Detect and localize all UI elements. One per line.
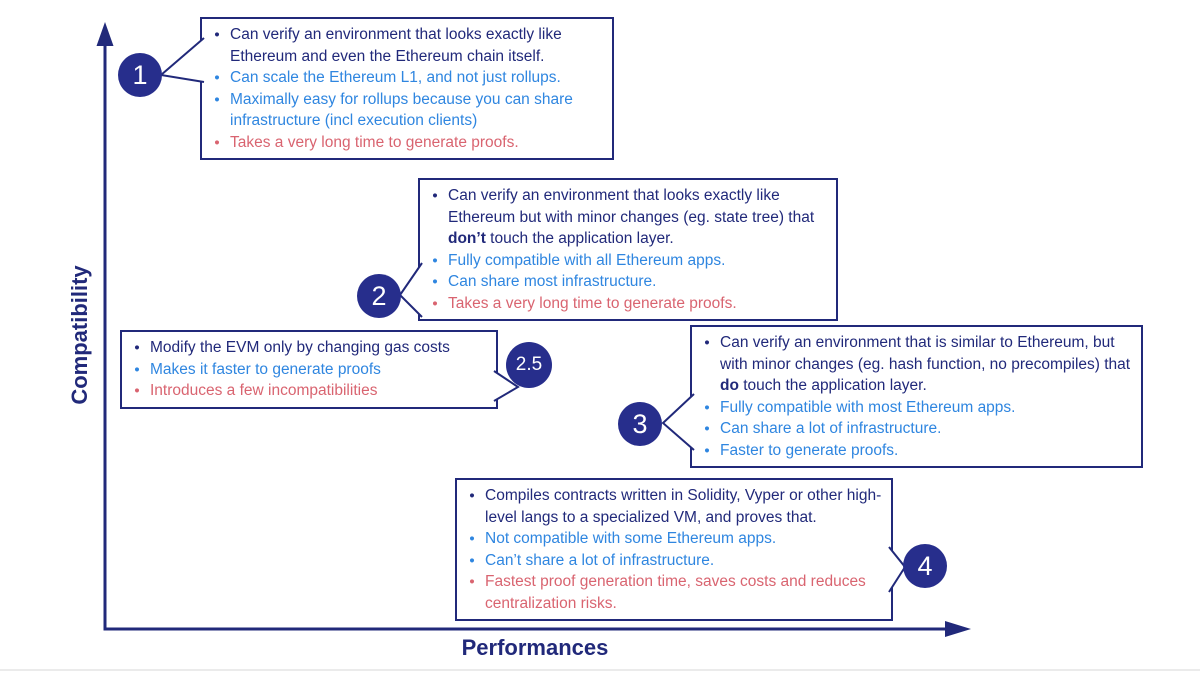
bullet-text: Modify the EVM only by changing gas cost… [150,339,450,356]
callout-box-type-4: ● Compiles contracts written in Solidity,… [455,478,893,621]
bullet-item: ● Fully compatible with all Ethereum apps… [422,250,828,272]
callout-box-type-2-5: ● Modify the EVM only by changing gas cos… [120,330,498,409]
bullet-dot-icon: ● [214,93,220,105]
bullet-dot-icon: ● [469,490,475,501]
bullet-dot-icon: ● [134,342,140,353]
marker-circle-4: 4 [903,544,947,588]
y-axis [96,22,114,628]
bullet-text: Takes a very long time to generate proof… [448,294,737,312]
bullet-list: ● Can verify an environment that looks ex… [204,24,604,153]
bullet-text: Can verify an environment that looks exa… [448,187,815,247]
bullet-dot-icon: ● [432,276,438,287]
bullet-item: ● Modify the EVM only by changing gas cos… [124,337,488,359]
bullet-text: Can’t share a lot of infrastructure. [485,551,715,569]
bullet-item: ● Introduces a few incompatibilities [124,380,488,402]
bullet-dot-icon: ● [469,533,475,544]
bullet-dot-icon: ● [704,444,710,456]
bullet-list: ● Modify the EVM only by changing gas cos… [124,337,488,402]
bullet-text: Fully compatible with all Ethereum apps. [448,251,726,269]
bullet-item: ● Maximally easy for rollups because you … [204,89,604,132]
marker-circle-3: 3 [618,402,662,446]
bullet-item: ● Not compatible with some Ethereum apps. [459,528,883,550]
bottom-divider [0,669,1200,671]
bullet-text: Can scale the Ethereum L1, and not just … [230,69,561,86]
bullet-dot-icon: ● [432,297,438,309]
bullet-item: ● Can scale the Ethereum L1, and not just… [204,67,604,89]
bullet-item: ● Can share most infrastructure. [422,271,828,293]
bullet-list: ● Can verify an environment that is simil… [694,332,1133,461]
bullet-item: ● Makes it faster to generate proofs [124,359,488,381]
bullet-item: ● Fastest proof generation time, saves co… [459,571,883,614]
bullet-item: ● Takes a very long time to generate proo… [204,132,604,154]
bullet-dot-icon: ● [134,363,140,375]
bullet-text: Can share most infrastructure. [448,273,657,290]
bullet-text: Can share a lot of infrastructure. [720,420,942,437]
bullet-item: ● Compiles contracts written in Solidity,… [459,485,883,528]
bullet-dot-icon: ● [432,254,438,266]
callout-box-type-2: ● Can verify an environment that looks ex… [418,178,838,321]
bullet-text: Introduces a few incompatibilities [150,382,378,399]
bullet-item: ● Can share a lot of infrastructure. [694,418,1133,440]
bullet-dot-icon: ● [704,337,710,348]
bullet-dot-icon: ● [469,576,475,587]
bullet-item: ● Can verify an environment that is simil… [694,332,1133,397]
bullet-dot-icon: ● [214,136,220,148]
callout-box-type-1: ● Can verify an environment that looks ex… [200,17,614,160]
callout-box-type-3: ● Can verify an environment that is simil… [690,325,1143,468]
bullet-item: ● Can verify an environment that looks ex… [422,185,828,250]
bullet-list: ● Compiles contracts written in Solidity,… [459,485,883,614]
bullet-item: ● Can verify an environment that looks ex… [204,24,604,67]
bullet-item: ● Can’t share a lot of infrastructure. [459,550,883,572]
bullet-text: Can verify an environment that looks exa… [230,26,562,65]
marker-circle-2: 2 [357,274,401,318]
bullet-item: ● Fully compatible with most Ethereum app… [694,397,1133,419]
callout-tail-1 [158,37,205,83]
bullet-dot-icon: ● [134,385,140,396]
bullet-dot-icon: ● [469,554,475,566]
bullet-text: Faster to generate proofs. [720,441,899,459]
bullet-dot-icon: ● [214,29,220,40]
bullet-text: Can verify an environment that is simila… [720,334,1131,394]
bullet-list: ● Can verify an environment that looks ex… [422,185,828,314]
x-axis-label: Performances [461,635,609,660]
y-axis-label: Compatibility [67,265,92,405]
bullet-dot-icon: ● [704,423,710,434]
bullet-dot-icon: ● [432,190,438,201]
bullet-text: Maximally easy for rollups because you c… [230,90,573,130]
bullet-text: Compiles contracts written in Solidity, … [485,487,882,526]
bullet-dot-icon: ● [214,72,220,83]
bullet-text: Fastest proof generation time, saves cos… [485,573,866,612]
bullet-text: Makes it faster to generate proofs [150,360,381,378]
bullet-dot-icon: ● [704,401,710,413]
bullet-item: ● Takes a very long time to generate proo… [422,293,828,315]
bullet-text: Takes a very long time to generate proof… [230,133,519,151]
bullet-item: ● Faster to generate proofs. [694,440,1133,462]
bullet-text: Not compatible with some Ethereum apps. [485,530,777,547]
marker-circle-1: 1 [118,53,162,97]
bullet-text: Fully compatible with most Ethereum apps… [720,398,1016,416]
marker-circle-2-5: 2.5 [506,342,552,388]
